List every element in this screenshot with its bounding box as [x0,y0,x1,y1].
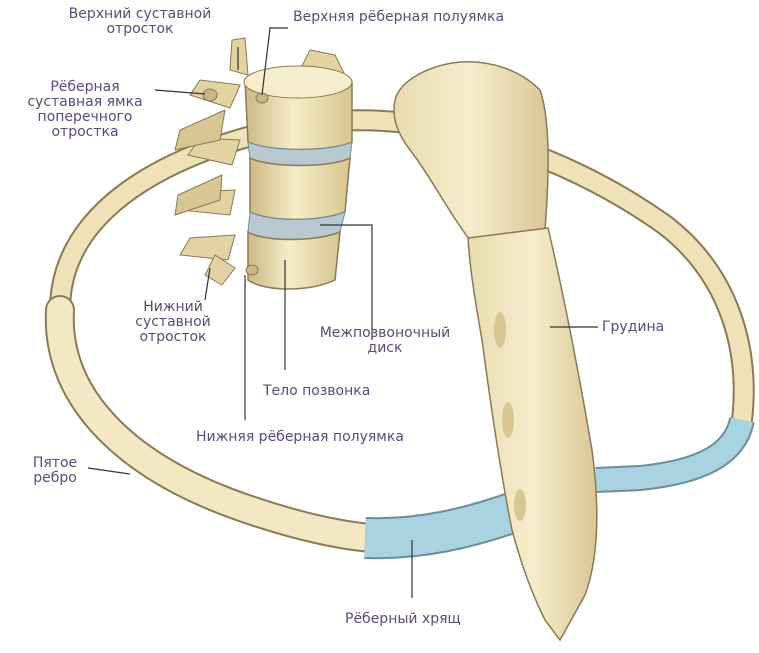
label-text: Рёберная суставная ямка поперечного отро… [10,80,160,140]
label-inferior-costal-facet: Нижняя рёберная полуямка [196,430,404,445]
sternum-body [468,228,597,640]
inferior-costal-facet [246,265,258,275]
label-text: Межпозвоночный диск [300,326,470,356]
superior-articular-process [230,38,248,75]
label-text: Рёберный хрящ [345,612,461,627]
manubrium [394,62,548,240]
label-text: Грудина [602,320,664,335]
vertebral-body-middle [250,158,350,220]
sternum-notch [514,489,526,521]
transverse-costal-facet [203,89,217,101]
label-text: Нижняя рёберная полуямка [196,430,404,445]
label-transverse-costal-facet: Рёберная суставная ямка поперечного отро… [10,80,160,140]
label-superior-articular-process: Верхний суставной отросток [40,7,240,37]
sternum-notch [502,402,514,438]
label-costal-cartilage: Рёберный хрящ [345,612,461,627]
label-text: Верхний суставной отросток [40,7,240,37]
sternum-notch [494,312,506,348]
label-superior-costal-facet: Верхняя рёберная полуямка [293,10,504,25]
transverse-process [180,235,235,260]
label-fifth-rib: Пятое ребро [20,456,90,486]
label-text: Нижний суставной отросток [118,300,228,345]
vertebral-body-bottom [248,232,340,289]
label-text: Пятое ребро [20,456,90,486]
label-vertebral-body: Тело позвонка [263,384,370,399]
label-sternum: Грудина [602,320,664,335]
label-text: Тело позвонка [263,384,370,399]
label-intervertebral-disc: Межпозвоночный диск [300,326,470,356]
label-inferior-articular-process: Нижний суставной отросток [118,300,228,345]
label-text: Верхняя рёберная полуямка [293,10,504,25]
